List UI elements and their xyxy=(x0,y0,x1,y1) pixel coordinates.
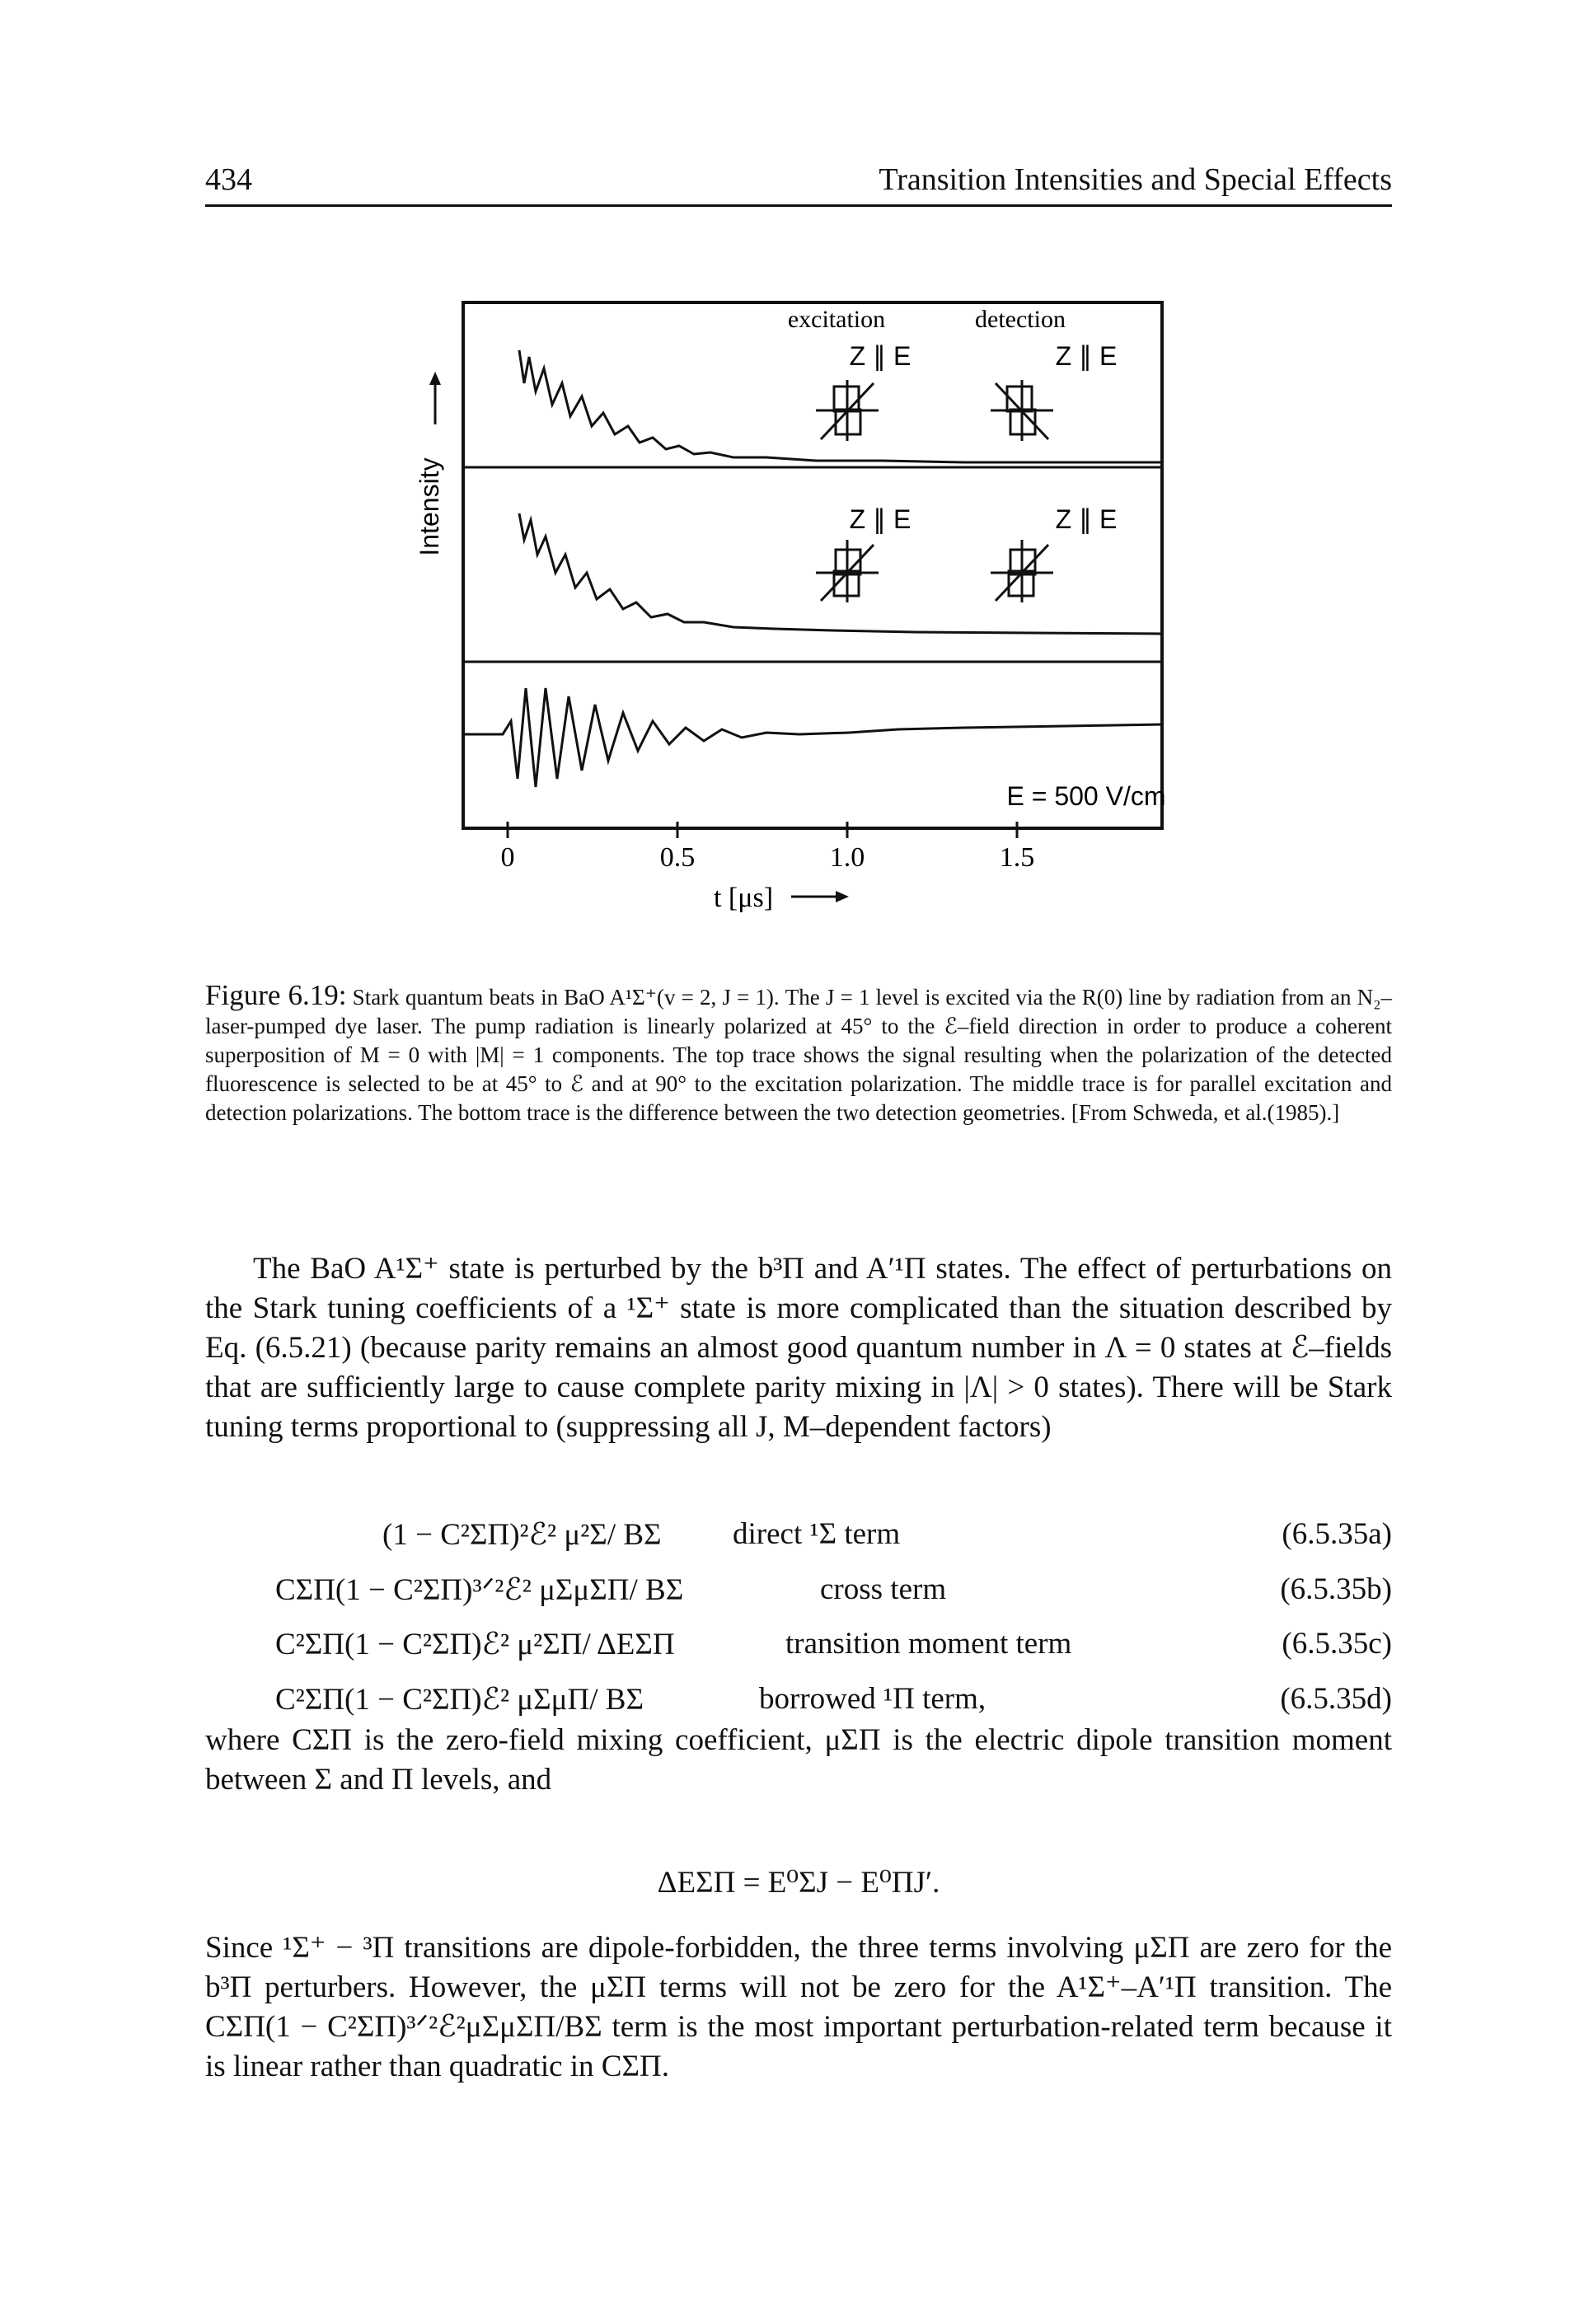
page-header: 434 Transition Intensities and Special E… xyxy=(205,162,1392,206)
pol-label-middle-left: Z ∥ E xyxy=(850,504,912,534)
pol-label-top-left: Z ∥ E xyxy=(850,341,912,371)
pol-label-middle-right: Z ∥ E xyxy=(1056,504,1118,534)
x-tick-label: 0 xyxy=(501,842,515,873)
equation-math: CΣΠ(1 − C²ΣΠ)³ᐟ²ℰ² μΣμΣΠ/ BΣ xyxy=(275,1573,684,1607)
caption-label: Figure 6.19: xyxy=(205,979,347,1011)
x-axis-arrow xyxy=(791,891,849,902)
label-excitation: excitation xyxy=(788,306,885,333)
trace-middle xyxy=(518,513,1163,635)
delta-e-equation: ΔEΣΠ = E⁰ΣJ − E⁰ΠJ′. xyxy=(657,1866,940,1900)
equation-description: transition moment term xyxy=(785,1627,1072,1661)
body-paragraph-1: The BaO A¹Σ⁺ state is perturbed by the b… xyxy=(205,1252,1392,1444)
equation-math: C²ΣΠ(1 − C²ΣΠ)ℰ² μΣμΠ/ BΣ xyxy=(275,1683,644,1717)
header-rule xyxy=(205,204,1392,207)
polarization-diagram-top-right xyxy=(991,380,1053,441)
polarization-diagram-top-left xyxy=(816,380,879,441)
field-label: E = 500 V/cm xyxy=(1007,781,1166,811)
equation-number: (6.5.35b) xyxy=(1280,1572,1392,1606)
pol-label-top-right: Z ∥ E xyxy=(1056,341,1118,371)
caption-text: Stark quantum beats in BaO A¹Σ⁺(v = 2, J… xyxy=(205,985,1393,1125)
y-axis-label-group: Intensity xyxy=(415,372,444,556)
equation-row: C²ΣΠ(1 − C²ΣΠ)ℰ² μ²ΣΠ/ ΔEΣΠ transition m… xyxy=(205,1626,1392,1667)
x-tick-label: 0.5 xyxy=(660,842,696,873)
y-axis-label: Intensity xyxy=(415,457,444,555)
x-axis-label: t [μs] xyxy=(714,883,773,913)
equation-number: (6.5.35a) xyxy=(1282,1517,1392,1551)
equation-number: (6.5.35d) xyxy=(1280,1682,1392,1716)
equation-math: (1 − C²ΣΠ)²ℰ² μ²Σ/ BΣ xyxy=(382,1518,662,1552)
trace-top xyxy=(518,349,1162,464)
equation-number: (6.5.35c) xyxy=(1282,1627,1392,1661)
equation-description: direct ¹Σ term xyxy=(733,1517,901,1551)
equation-description: borrowed ¹Π term, xyxy=(759,1682,986,1716)
page-number: 434 xyxy=(205,162,252,197)
equation-row: C²ΣΠ(1 − C²ΣΠ)ℰ² μΣμΠ/ BΣ borrowed ¹Π te… xyxy=(205,1681,1392,1722)
x-tick-label: 1.5 xyxy=(1000,842,1035,873)
equation-math: C²ΣΠ(1 − C²ΣΠ)ℰ² μ²ΣΠ/ ΔEΣΠ xyxy=(275,1628,675,1661)
figure-caption: Figure 6.19: Stark quantum beats in BaO … xyxy=(205,981,1392,1127)
polarization-diagram-middle-right xyxy=(991,540,1053,602)
label-detection: detection xyxy=(975,306,1066,333)
x-axis-tick-labels: 0 0.5 1.0 1.5 xyxy=(501,842,1035,873)
equation-description: cross term xyxy=(820,1572,947,1606)
trace-bottom xyxy=(463,687,1163,788)
equation-row: (1 − C²ΣΠ)²ℰ² μ²Σ/ BΣ direct ¹Σ term (6.… xyxy=(205,1516,1392,1558)
x-axis-ticks xyxy=(506,822,1019,838)
body-paragraph-2: where CΣΠ is the zero-field mixing coeff… xyxy=(205,1723,1392,1797)
body-paragraph-3: Since ¹Σ⁺ − ³Π transitions are dipole-fo… xyxy=(205,1931,1392,2083)
equation-row: CΣΠ(1 − C²ΣΠ)³ᐟ²ℰ² μΣμΣΠ/ BΣ cross term … xyxy=(205,1572,1392,1613)
plot-frame xyxy=(462,301,1164,830)
x-tick-label: 1.0 xyxy=(830,842,865,873)
polarization-diagram-middle-left xyxy=(816,540,879,602)
running-head: Transition Intensities and Special Effec… xyxy=(879,162,1392,197)
figure-6-19: Intensity excitation detection Z ∥ E Z ∥… xyxy=(415,301,1166,913)
